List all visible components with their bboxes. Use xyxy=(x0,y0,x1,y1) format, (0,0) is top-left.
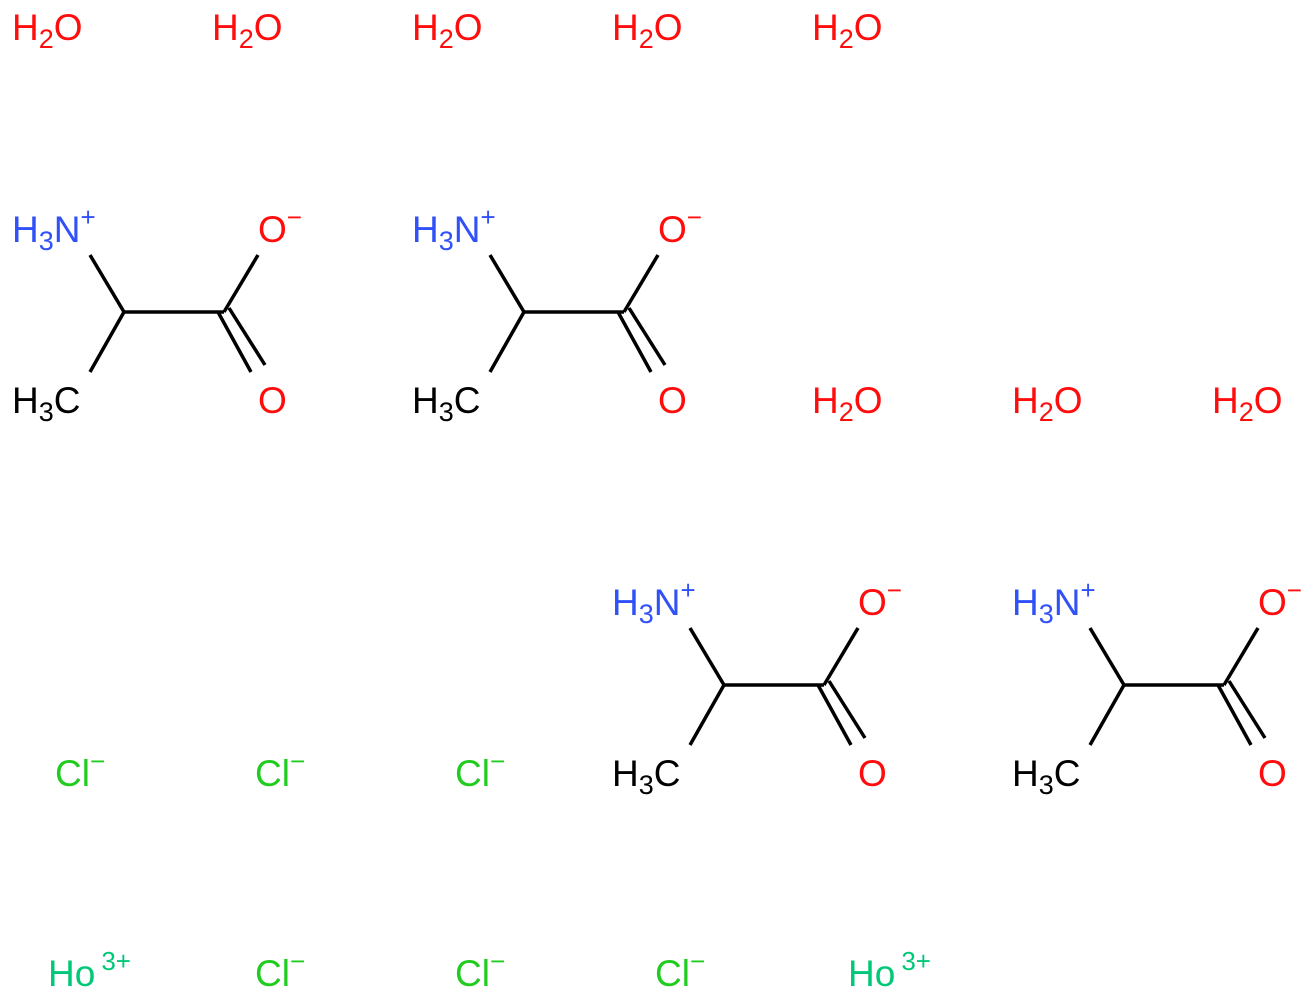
bond-line xyxy=(488,311,526,373)
methyl-group: H3C xyxy=(12,380,81,427)
water-molecule: H2O xyxy=(812,7,883,54)
chloride-ion: Cl− xyxy=(455,946,505,994)
bond-line xyxy=(1088,627,1126,686)
chloride-ion: Cl− xyxy=(655,946,705,994)
ammonium-group: H3N+ xyxy=(612,575,696,629)
carboxylate-oxygen: O− xyxy=(858,575,902,623)
chloride-ion: Cl− xyxy=(255,946,305,994)
water-molecule: H2O xyxy=(1212,380,1283,427)
ammonium-group: H3N+ xyxy=(1012,575,1096,629)
alanine-zwitterion: H3N+ H3C O− O xyxy=(12,202,302,427)
water-molecule: H2O xyxy=(212,7,283,54)
water-molecule: H2O xyxy=(612,7,683,54)
methyl-group: H3C xyxy=(1012,753,1081,800)
ammonium-group: H3N+ xyxy=(12,202,96,256)
water-molecule: H2O xyxy=(12,7,83,54)
bond-line xyxy=(488,254,526,313)
bond-line xyxy=(216,311,253,373)
ammonium-group: H3N+ xyxy=(412,202,496,256)
chloride-ion: Cl− xyxy=(55,746,105,794)
alanine-zwitterion: H3N+ H3C O− O xyxy=(1012,575,1302,800)
alanine-zwitterion: H3N+ H3C O− O xyxy=(612,575,902,800)
water-molecule: H2O xyxy=(1012,380,1083,427)
carbonyl-oxygen: O xyxy=(658,380,687,421)
carboxylate-oxygen: O− xyxy=(258,202,302,250)
carboxylate-oxygen: O− xyxy=(1258,575,1302,623)
bond-line xyxy=(627,307,667,366)
bond-line xyxy=(688,627,726,686)
methyl-group: H3C xyxy=(612,753,681,800)
chloride-ion: Cl− xyxy=(455,746,505,794)
bond-line xyxy=(1216,684,1253,746)
bond-line xyxy=(1088,684,1126,746)
water-molecule: H2O xyxy=(812,380,883,427)
carbonyl-oxygen: O xyxy=(1258,753,1287,794)
bond-line xyxy=(822,627,860,686)
bond-line xyxy=(622,254,660,313)
chloride-ion: Cl− xyxy=(255,746,305,794)
bond-line xyxy=(616,311,653,373)
carboxylate-oxygen: O− xyxy=(658,202,702,250)
bond-line xyxy=(222,254,260,313)
bond-line xyxy=(688,684,726,746)
methyl-group: H3C xyxy=(412,380,481,427)
bond-line xyxy=(816,684,853,746)
bond-line xyxy=(88,311,126,373)
carbonyl-oxygen: O xyxy=(858,753,887,794)
bond-line xyxy=(827,680,867,739)
bond-line xyxy=(88,254,126,313)
bond-line xyxy=(1227,680,1267,739)
alanine-zwitterion: H3N+ H3C O− O xyxy=(412,202,702,427)
carbonyl-oxygen: O xyxy=(258,380,287,421)
bond-line xyxy=(227,307,267,366)
water-molecule: H2O xyxy=(412,7,483,54)
bond-line xyxy=(1222,627,1260,686)
